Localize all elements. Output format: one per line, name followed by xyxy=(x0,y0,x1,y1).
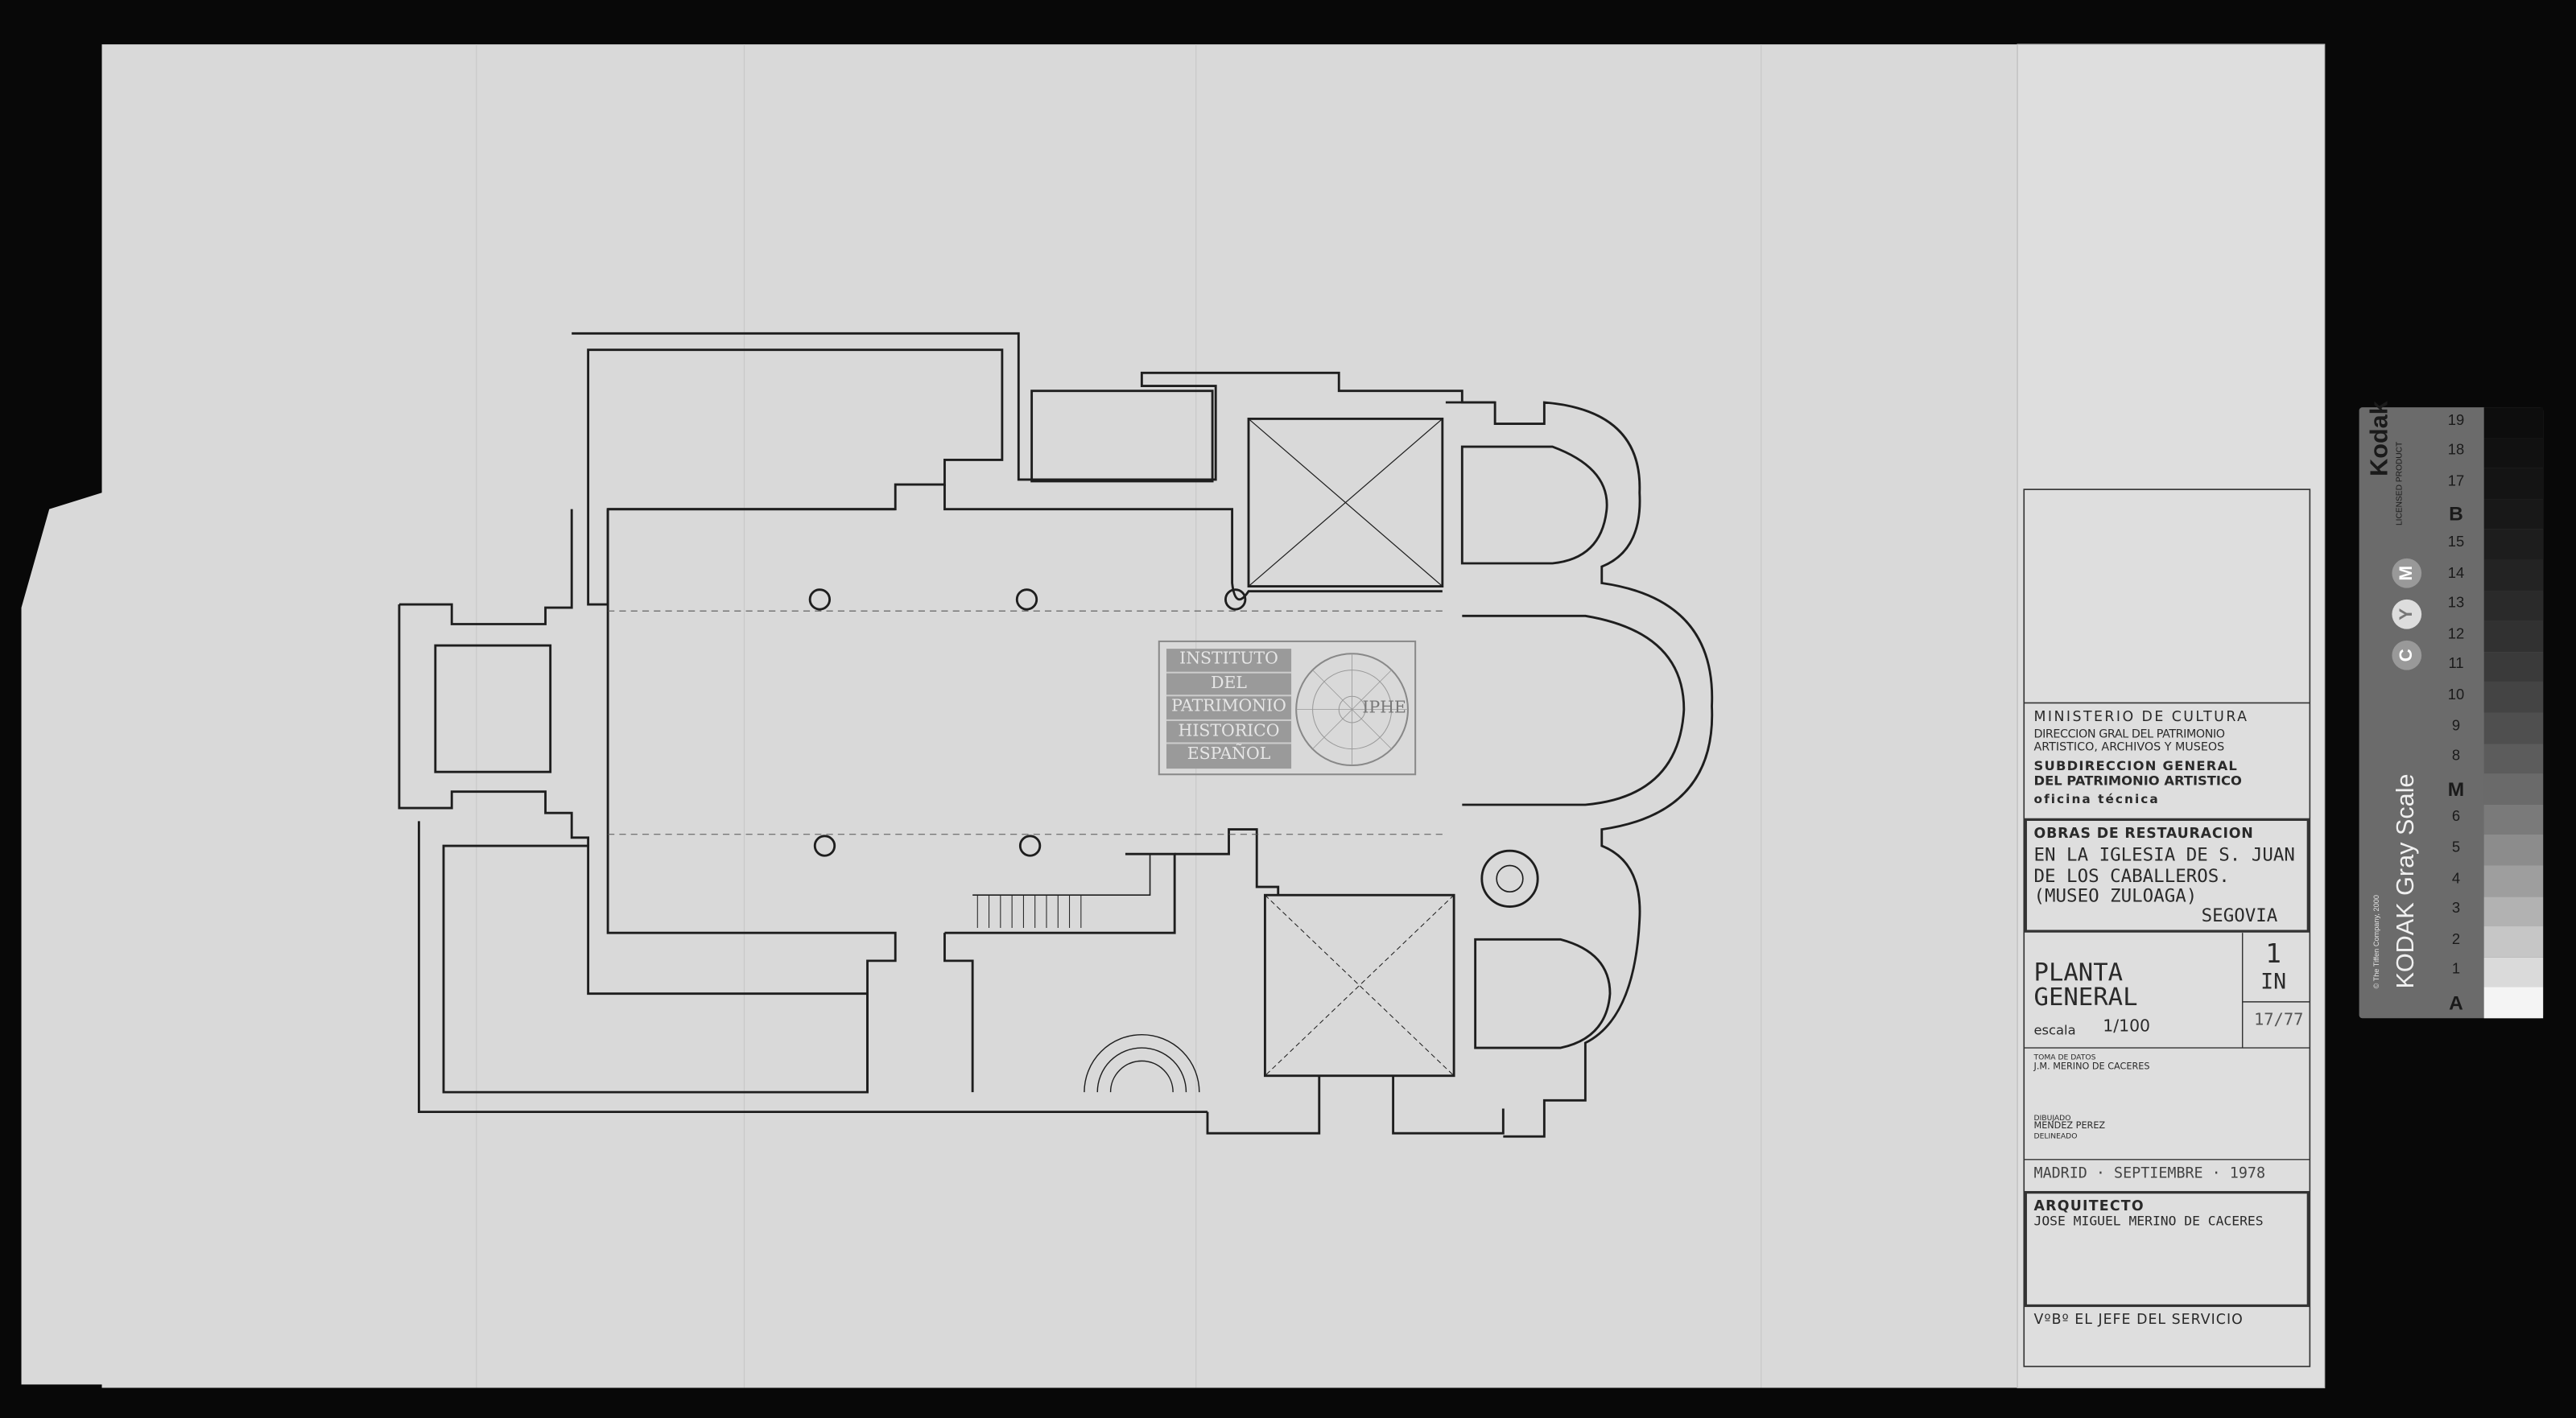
paper-fold-panel xyxy=(2017,43,2326,1389)
stamp-line: INSTITUTO xyxy=(1166,649,1292,673)
gray-scale-patch xyxy=(2483,773,2544,805)
gray-scale-patch xyxy=(2483,682,2544,713)
delineado-label: DELINEADO xyxy=(2033,1133,2078,1142)
scale-label: escala xyxy=(2033,1023,2076,1038)
gray-scale-label: 9 xyxy=(2451,716,2461,733)
toma-value: J.M. MERINO DE CACERES xyxy=(2033,1062,2150,1073)
dibujado-value: MENDEZ PEREZ xyxy=(2033,1121,2106,1132)
gray-scale-label: B xyxy=(2449,502,2463,526)
gray-scale-patch xyxy=(2483,651,2544,682)
gray-scale-patch xyxy=(2483,620,2544,652)
gray-scale-label: 2 xyxy=(2451,930,2461,947)
stamp-logo-text: IPHE xyxy=(1362,699,1406,718)
cym-c-badge: C xyxy=(2392,640,2422,670)
gray-scale-label: 11 xyxy=(2448,655,2464,673)
kodak-brand-logo: Kodak xyxy=(2365,401,2394,476)
scale-value: 1/100 xyxy=(2103,1018,2151,1037)
gray-scale-label: 3 xyxy=(2451,900,2461,917)
gray-scale-label: A xyxy=(2449,991,2463,1015)
subdireccion-line-2: DEL PATRIMONIO ARTISTICO xyxy=(2033,773,2242,789)
gray-scale-label: 10 xyxy=(2447,686,2465,703)
gray-scale-label: 18 xyxy=(2447,442,2465,459)
gray-scale-patch xyxy=(2483,591,2544,621)
gray-scale-patch xyxy=(2483,835,2544,866)
drawing-title-line-1: PLANTA xyxy=(2033,957,2124,987)
gray-scale-patch xyxy=(2483,957,2544,988)
cym-y-badge: Y xyxy=(2392,599,2422,629)
sheet-reference: 17/77 xyxy=(2253,1012,2304,1030)
stamp-line: PATRIMONIO xyxy=(1166,697,1292,721)
gray-scale-patches xyxy=(2483,407,2544,1019)
gray-scale-label: 17 xyxy=(2447,472,2465,489)
cym-m-badge: M xyxy=(2392,558,2422,588)
stamp-line: HISTORICO xyxy=(1166,720,1292,745)
gray-scale-label: 1 xyxy=(2451,961,2461,978)
gray-scale-patch xyxy=(2483,560,2544,592)
gray-scale-label: 6 xyxy=(2451,808,2461,825)
gray-scale-patch xyxy=(2483,468,2544,500)
gray-scale-label: 13 xyxy=(2447,594,2465,612)
subdireccion-line-1: SUBDIRECCION GENERAL xyxy=(2033,758,2239,774)
project-line-5: SEGOVIA xyxy=(2201,905,2278,927)
gray-scale-label: 4 xyxy=(2451,869,2461,886)
kodak-licensed-text: LICENSED PRODUCT xyxy=(2395,441,2405,526)
kodak-gray-scale-title: KODAK Gray Scale xyxy=(2392,773,2421,989)
architect-label: ARQUITECTO xyxy=(2033,1198,2145,1216)
church-floor-plan xyxy=(398,332,1714,1138)
project-line-4: (MUSEO ZULOAGA) xyxy=(2033,884,2198,907)
toma-label: TOMA DE DATOS xyxy=(2033,1054,2096,1063)
title-block-frame xyxy=(2023,488,2311,1367)
direccion-line-2: ARTISTICO, ARCHIVOS Y MUSEOS xyxy=(2033,740,2225,754)
gray-scale-patch xyxy=(2483,987,2544,1019)
architect-name: JOSE MIGUEL MERINO DE CACERES xyxy=(2033,1214,2264,1229)
date-line: MADRID · SEPTIEMBRE · 1978 xyxy=(2033,1165,2266,1183)
gray-scale-label: 14 xyxy=(2447,563,2465,581)
gray-scale-patch xyxy=(2483,865,2544,897)
project-line-2: EN LA IGLESIA DE S. JUAN xyxy=(2033,843,2295,866)
sheet-code: IN xyxy=(2260,971,2287,995)
sheet-number: 1 xyxy=(2265,938,2281,970)
gray-scale-patch xyxy=(2483,926,2544,958)
gray-scale-patch xyxy=(2483,896,2544,927)
gray-scale-patch xyxy=(2483,407,2544,439)
gray-scale-patch xyxy=(2483,804,2544,835)
gray-scale-patch xyxy=(2483,530,2544,561)
approval-label: VºBº EL JEFE DEL SERVICIO xyxy=(2033,1312,2244,1329)
gray-scale-label: 12 xyxy=(2447,624,2465,642)
globe-emblem-icon xyxy=(1295,653,1409,767)
iphe-watermark-stamp: INSTITUTO DEL PATRIMONIO HISTORICO ESPAÑ… xyxy=(1158,640,1417,776)
ministry-label: MINISTERIO DE CULTURA xyxy=(2033,709,2249,727)
nave-axis-lines xyxy=(608,610,1446,835)
stamp-line: ESPAÑOL xyxy=(1187,746,1271,765)
stamp-line: DEL xyxy=(1166,673,1292,697)
dibujado-label: DIBUJADO xyxy=(2033,1115,2071,1123)
direccion-line-1: DIRECCION GRAL DEL PATRIMONIO xyxy=(2033,728,2226,741)
project-line-3: DE LOS CABALLEROS. xyxy=(2033,865,2230,888)
gray-scale-patch xyxy=(2483,499,2544,530)
project-line-1: OBRAS DE RESTAURACION xyxy=(2033,826,2254,843)
gray-scale-label: M xyxy=(2447,777,2465,801)
gray-scale-label: 19 xyxy=(2447,411,2465,428)
kodak-copyright: © The Tiffen Company, 2000 xyxy=(2372,895,2381,989)
oficina-label: oficina técnica xyxy=(2033,791,2160,807)
gray-scale-patch xyxy=(2483,743,2544,774)
gray-scale-label: 8 xyxy=(2451,747,2461,764)
gray-scale-label: 15 xyxy=(2447,533,2465,550)
gray-scale-label: 5 xyxy=(2451,839,2461,855)
gray-scale-patch xyxy=(2483,438,2544,469)
kodak-gray-scale-card: Kodak LICENSED PRODUCT KODAK Gray Scale … xyxy=(2359,401,2544,1019)
drawing-title-line-2: GENERAL xyxy=(2033,982,2138,1012)
gray-scale-patch xyxy=(2483,712,2544,744)
